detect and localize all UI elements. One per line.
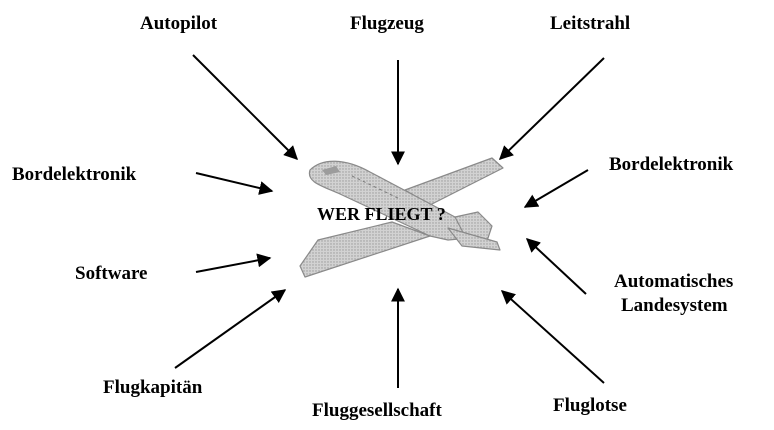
label-bordelektronik-right: Bordelektronik <box>609 154 734 175</box>
arrow-leitstrahl <box>498 57 605 160</box>
label-fluggesellschaft: Fluggesellschaft <box>312 400 442 421</box>
arrow-automatisches-landesystem <box>525 238 587 295</box>
arrow-autopilot <box>192 54 298 160</box>
arrow-bordelektronik-right <box>523 169 589 208</box>
label-fluglotse: Fluglotse <box>553 395 627 416</box>
label-flugkapitaen: Flugkapitän <box>103 377 203 398</box>
arrow-bordelektronik-left <box>195 172 274 195</box>
label-automatisches: Automatisches <box>614 271 734 292</box>
label-landesystem: Landesystem <box>621 295 728 316</box>
label-software: Software <box>75 263 148 284</box>
arrow-software <box>195 253 272 273</box>
arrow-fluglotse <box>500 290 605 384</box>
label-leitstrahl: Leitstrahl <box>550 13 631 34</box>
label-flugzeug: Flugzeug <box>350 13 424 34</box>
arrow-flugkapitaen <box>174 289 287 369</box>
label-autopilot: Autopilot <box>140 13 218 34</box>
center-label: WER FLIEGT ? <box>317 204 446 224</box>
airplane-icon <box>299 157 504 278</box>
label-bordelektronik-left: Bordelektronik <box>12 164 137 185</box>
